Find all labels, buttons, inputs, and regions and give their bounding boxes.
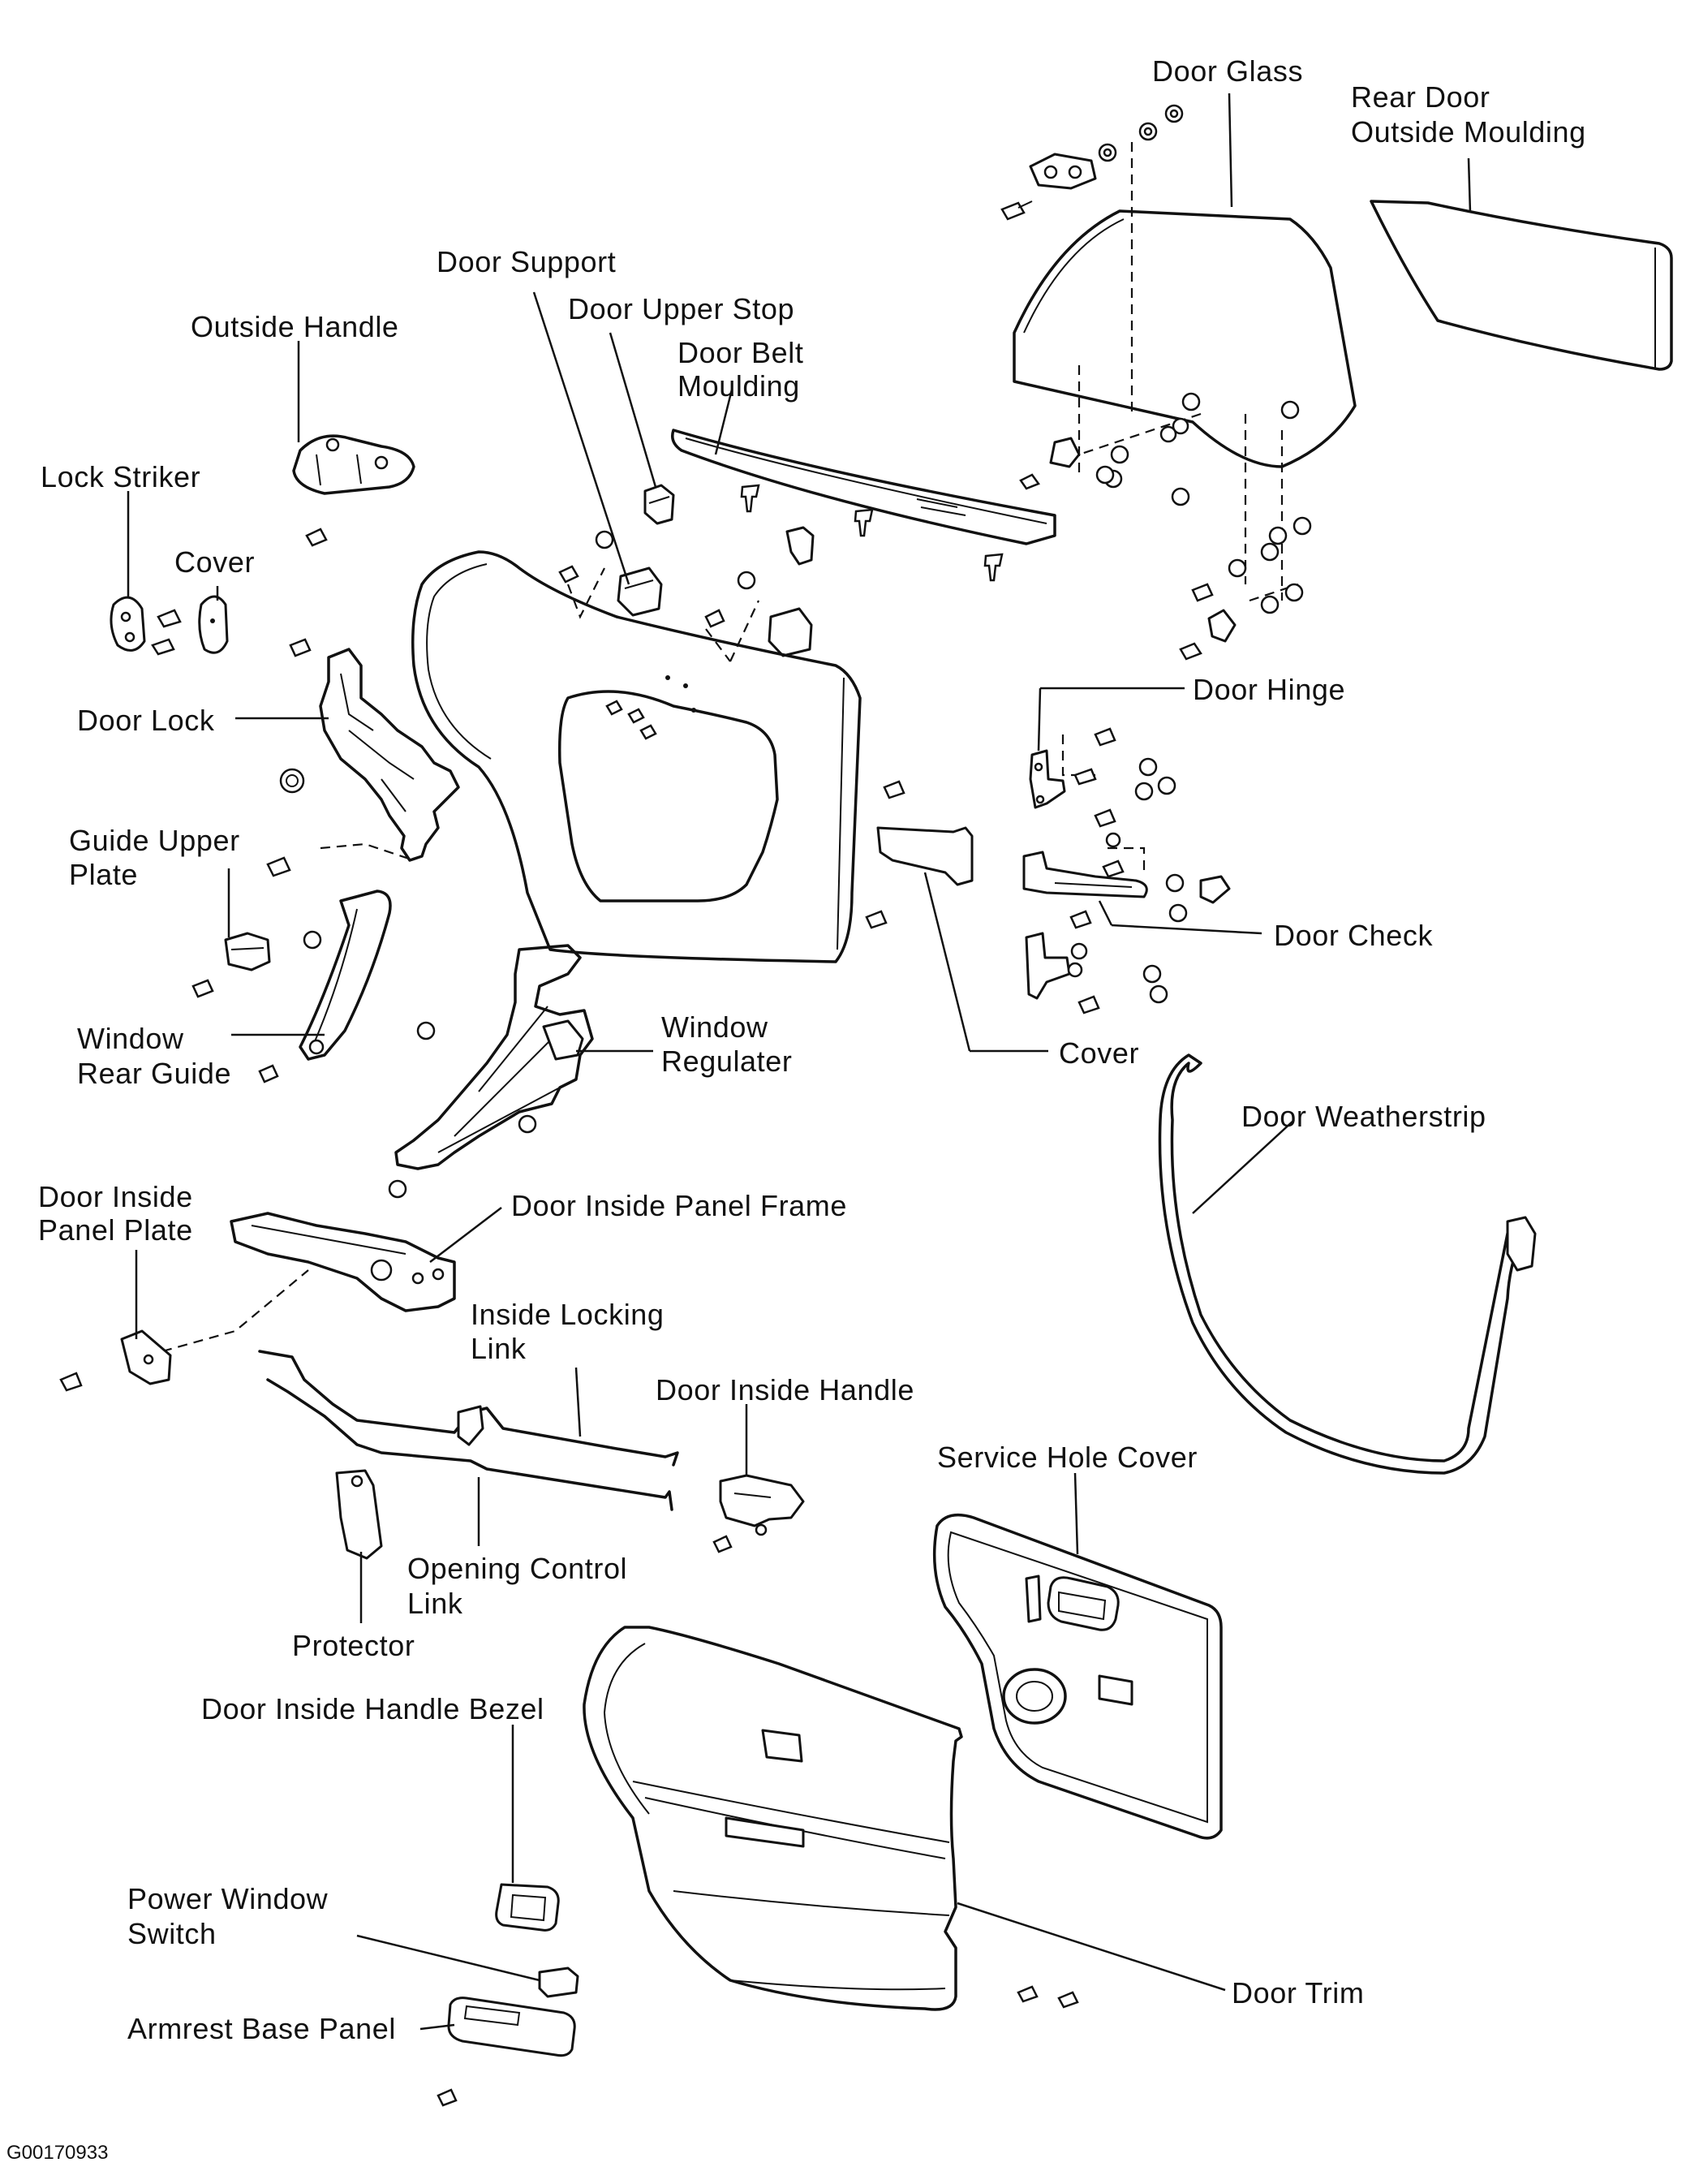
armrest-base-panel-part <box>437 1997 576 2107</box>
door-lock-part <box>266 638 460 877</box>
door-upper-stop-part <box>643 484 675 525</box>
cover-left-part <box>198 595 229 654</box>
inside-locking-link-part <box>258 1350 679 1467</box>
window-regulater-part <box>388 944 594 1199</box>
door-inside-handle-bezel-part <box>495 1883 560 1932</box>
door-inside-panel-frame-part <box>161 1212 456 1353</box>
label-outside-handle: Outside Handle <box>191 310 399 343</box>
label-door-hinge: Door Hinge <box>1193 673 1345 706</box>
power-window-switch-part <box>538 1966 579 1998</box>
label-window-regulater-1: Window <box>661 1010 768 1044</box>
label-opening-control-link-2: Link <box>407 1587 463 1620</box>
label-inside-locking-link-2: Link <box>471 1332 527 1365</box>
label-inside-locking-link-1: Inside Locking <box>471 1298 665 1331</box>
label-cover-left: Cover <box>174 545 255 579</box>
door-trim-part <box>583 1626 1079 2011</box>
door-upper-stop-lower-part <box>558 565 813 662</box>
door-hinge-lower-part <box>1025 910 1168 1014</box>
label-door-inside-handle-bezel: Door Inside Handle Bezel <box>201 1692 544 1725</box>
label-door-weatherstrip: Door Weatherstrip <box>1241 1100 1486 1133</box>
label-door-inside-panel-plate-1: Door Inside <box>38 1180 193 1213</box>
label-cover-right: Cover <box>1059 1036 1139 1070</box>
label-door-glass: Door Glass <box>1152 54 1303 88</box>
service-hole-cover-part <box>932 1513 1223 1840</box>
label-guide-upper-plate-1: Guide Upper <box>69 824 240 857</box>
label-opening-control-link-1: Opening Control <box>407 1552 627 1585</box>
door-glass-part <box>1000 104 1357 661</box>
door-hinge-part <box>1029 727 1176 828</box>
label-lock-striker: Lock Striker <box>41 460 200 493</box>
door-check-part <box>1022 832 1231 923</box>
protector-part <box>335 1469 383 1560</box>
label-door-belt-moulding-1: Door Belt <box>677 336 803 369</box>
label-door-lock: Door Lock <box>77 704 215 737</box>
door-support-part <box>595 530 663 617</box>
label-door-check: Door Check <box>1274 919 1433 952</box>
lock-striker-part <box>110 596 182 656</box>
door-weatherstrip-part <box>1158 1053 1537 1475</box>
cover-right-part <box>865 780 974 929</box>
door-inside-handle-part <box>712 1474 805 1553</box>
leader-lines <box>127 93 1472 2031</box>
rear-door-outside-moulding-part <box>1370 200 1673 371</box>
outside-handle-part <box>292 434 415 547</box>
label-window-rear-guide-2: Rear Guide <box>77 1057 231 1090</box>
window-rear-guide-part <box>258 890 392 1083</box>
label-power-window-switch-2: Switch <box>127 1917 217 1950</box>
opening-control-link-part <box>266 1378 673 1511</box>
door-inner-panel-part <box>411 550 862 963</box>
label-door-support: Door Support <box>437 245 616 278</box>
label-rear-door-outside-moulding-2: Outside Moulding <box>1351 115 1586 149</box>
label-window-regulater-2: Regulater <box>661 1045 793 1078</box>
label-protector: Protector <box>292 1629 415 1662</box>
label-door-trim: Door Trim <box>1232 1976 1364 2010</box>
label-door-inside-panel-frame: Door Inside Panel Frame <box>511 1189 847 1222</box>
callout-labels: Door Glass Rear Door Outside Moulding Do… <box>6 54 1586 2164</box>
guide-upper-plate-part <box>191 932 271 998</box>
label-rear-door-outside-moulding-1: Rear Door <box>1351 80 1490 114</box>
label-armrest-base-panel: Armrest Base Panel <box>127 2012 396 2045</box>
label-door-upper-stop: Door Upper Stop <box>568 292 794 325</box>
label-door-belt-moulding-2: Moulding <box>677 369 800 403</box>
label-door-inside-panel-plate-2: Panel Plate <box>38 1213 193 1247</box>
label-door-inside-handle: Door Inside Handle <box>656 1373 914 1406</box>
label-power-window-switch-1: Power Window <box>127 1882 329 1915</box>
label-guide-upper-plate-2: Plate <box>69 858 138 891</box>
label-window-rear-guide-1: Window <box>77 1022 184 1055</box>
door-inside-panel-plate-part <box>59 1329 172 1392</box>
figure-id: G00170933 <box>6 2142 108 2164</box>
label-service-hole-cover: Service Hole Cover <box>937 1441 1198 1474</box>
door-belt-moulding-part <box>671 429 1056 582</box>
